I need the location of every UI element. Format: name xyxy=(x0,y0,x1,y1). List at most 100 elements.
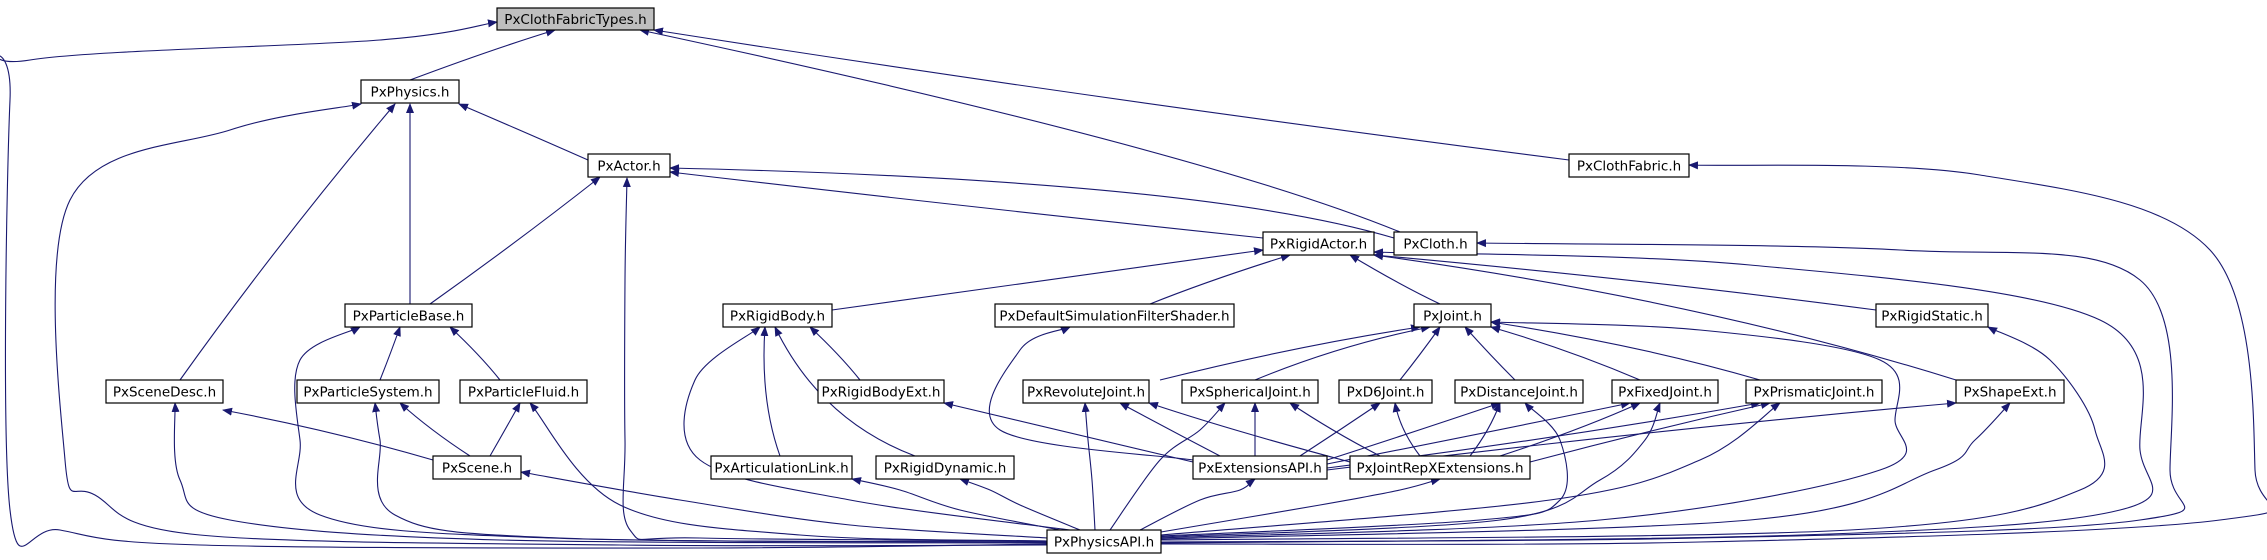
node-pxphysicsapi-h[interactable]: PxPhysicsAPI.h xyxy=(1046,529,1162,554)
node-box[interactable] xyxy=(1875,303,1989,328)
edge-physicsapi-to-extensionsapi xyxy=(1139,478,1256,531)
edge-physicsapi-to-scene xyxy=(520,469,1048,539)
edge-physicsapi-to-actor xyxy=(622,177,1053,542)
edge-joint-to-rigidactor xyxy=(1349,254,1441,305)
edge-physicsapi-to-scenedesc xyxy=(171,402,1048,544)
node-pxsphericaljoint-h[interactable]: PxSphericalJoint.h xyxy=(1181,379,1319,404)
node-box[interactable] xyxy=(1454,379,1584,404)
edge-physicsapi-to-particlesystem xyxy=(372,402,1048,543)
edge-shapeext-to-rigidactor xyxy=(1373,252,1957,381)
edge-distancejoint-to-joint xyxy=(1464,326,1516,381)
edge-extensionsapi-to-d6joint xyxy=(1299,402,1381,457)
node-box[interactable] xyxy=(710,455,853,480)
edge-rigidbody-to-rigidactor xyxy=(831,247,1264,311)
node-box[interactable] xyxy=(459,379,588,404)
node-label: PxParticleFluid.h xyxy=(468,385,579,401)
node-pxrigidstatic-h[interactable]: PxRigidStatic.h xyxy=(1875,303,1989,328)
node-pxrigiddynamic-h[interactable]: PxRigidDynamic.h xyxy=(875,455,1015,480)
node-pxrigidactor-h[interactable]: PxRigidActor.h xyxy=(1262,231,1375,256)
node-box[interactable] xyxy=(1181,379,1319,404)
edge-physicsapi-to-particlebase xyxy=(294,326,1048,543)
node-pxparticlebase-h[interactable]: PxParticleBase.h xyxy=(344,303,473,328)
node-pxparticlefluid-h[interactable]: PxParticleFluid.h xyxy=(459,379,588,404)
edge-physicsapi-to-jointrepx xyxy=(1160,477,1441,533)
node-pxparticlesystem-h[interactable]: PxParticleSystem.h xyxy=(296,379,440,404)
node-pxscenedesc-h[interactable]: PxSceneDesc.h xyxy=(105,379,224,404)
node-label: PxClothFabricTypes.h xyxy=(504,12,646,28)
edge-physicsapi-to-shapeext xyxy=(1160,402,2011,540)
node-label: PxPhysicsAPI.h xyxy=(1054,535,1154,551)
node-box[interactable] xyxy=(1046,529,1162,554)
node-box[interactable] xyxy=(994,303,1235,328)
node-box[interactable] xyxy=(1568,153,1690,178)
node-pxjointrepxextensions-h[interactable]: PxJointRepXExtensions.h xyxy=(1349,455,1531,480)
edge-particlefluid-to-particlebase xyxy=(449,326,501,381)
edge-scene-to-particlesystem xyxy=(399,402,471,457)
node-pxshapeext-h[interactable]: PxShapeExt.h xyxy=(1955,379,2065,404)
node-box[interactable] xyxy=(1413,303,1492,328)
edge-fixedjoint-to-joint xyxy=(1490,325,1641,381)
edge-extensionsapi-to-fixedjoint xyxy=(1326,400,1631,465)
node-label: PxClothFabric.h xyxy=(1577,159,1681,175)
node-pxd6joint-h[interactable]: PxD6Joint.h xyxy=(1338,379,1433,404)
edge-particlesystem-to-particlebase xyxy=(379,326,401,381)
node-label: PxScene.h xyxy=(442,461,512,477)
node-pxrigidbodyext-h[interactable]: PxRigidBodyExt.h xyxy=(817,379,945,404)
node-box[interactable] xyxy=(344,303,473,328)
node-box[interactable] xyxy=(1262,231,1375,256)
node-label: PxDistanceJoint.h xyxy=(1460,385,1578,401)
node-pxcloth-h[interactable]: PxCloth.h xyxy=(1393,231,1478,256)
node-pxrevolutejoint-h[interactable]: PxRevoluteJoint.h xyxy=(1022,379,1150,404)
node-box[interactable] xyxy=(722,303,833,328)
node-box[interactable] xyxy=(1338,379,1433,404)
edge-jointrepx-to-distancejoint xyxy=(1469,402,1501,457)
node-box[interactable] xyxy=(1349,455,1531,480)
node-pxrigidbody-h[interactable]: PxRigidBody.h xyxy=(722,303,833,328)
node-box[interactable] xyxy=(1745,379,1883,404)
node-pxclothfabrictypes-h[interactable]: PxClothFabricTypes.h xyxy=(496,7,655,31)
node-pxclothfabric-h[interactable]: PxClothFabric.h xyxy=(1568,153,1690,178)
edge-physicsapi-to-prismaticjoint xyxy=(1160,402,1781,536)
node-pxarticulationlink-h[interactable]: PxArticulationLink.h xyxy=(710,455,853,480)
node-pxdefaultsimulationfiltershader-h[interactable]: PxDefaultSimulationFilterShader.h xyxy=(994,303,1235,328)
node-label: PxArticulationLink.h xyxy=(714,461,848,477)
node-box[interactable] xyxy=(587,153,671,178)
node-box[interactable] xyxy=(432,455,522,480)
node-box[interactable] xyxy=(105,379,224,404)
node-pxactor-h[interactable]: PxActor.h xyxy=(587,153,671,178)
node-box[interactable] xyxy=(1192,455,1328,480)
edge-rigidactor-to-actor xyxy=(669,169,1264,239)
edge-scene-to-scenedesc xyxy=(222,407,434,461)
node-box[interactable] xyxy=(1955,379,2065,404)
node-box[interactable] xyxy=(360,79,460,104)
node-label: PxCloth.h xyxy=(1403,237,1467,253)
node-label: PxRigidDynamic.h xyxy=(884,461,1007,477)
node-box[interactable] xyxy=(496,7,655,31)
node-box[interactable] xyxy=(296,379,440,404)
node-box[interactable] xyxy=(1022,379,1150,404)
edge-physicsapi-to-fixedjoint xyxy=(1160,402,1661,538)
node-box[interactable] xyxy=(875,455,1015,480)
node-box[interactable] xyxy=(1611,379,1719,404)
node-pxdistancejoint-h[interactable]: PxDistanceJoint.h xyxy=(1454,379,1584,404)
node-pxextensionsapi-h[interactable]: PxExtensionsAPI.h xyxy=(1192,455,1328,480)
node-box[interactable] xyxy=(817,379,945,404)
node-pxprismaticjoint-h[interactable]: PxPrismaticJoint.h xyxy=(1745,379,1883,404)
node-label: PxJoint.h xyxy=(1423,309,1482,325)
node-label: PxFixedJoint.h xyxy=(1618,385,1712,401)
node-pxphysics-h[interactable]: PxPhysics.h xyxy=(360,79,460,104)
node-label: PxParticleSystem.h xyxy=(303,385,432,401)
node-pxfixedjoint-h[interactable]: PxFixedJoint.h xyxy=(1611,379,1719,404)
edge-physicsapi-to-joint xyxy=(1160,318,1907,539)
node-pxjoint-h[interactable]: PxJoint.h xyxy=(1413,303,1492,328)
edge-actor-to-physics xyxy=(458,103,589,161)
edge-cloth-to-actor xyxy=(669,164,1395,239)
edge-physicsapi-to-clothfabrictypes xyxy=(0,19,1048,549)
edge-physicsapi-to-rigidbody xyxy=(683,326,1071,531)
edge-jointrepx-to-fixedjoint xyxy=(1499,402,1641,457)
node-label: PxExtensionsAPI.h xyxy=(1198,461,1322,477)
node-pxscene-h[interactable]: PxScene.h xyxy=(432,455,522,480)
node-box[interactable] xyxy=(1393,231,1478,256)
node-label: PxActor.h xyxy=(597,159,660,175)
